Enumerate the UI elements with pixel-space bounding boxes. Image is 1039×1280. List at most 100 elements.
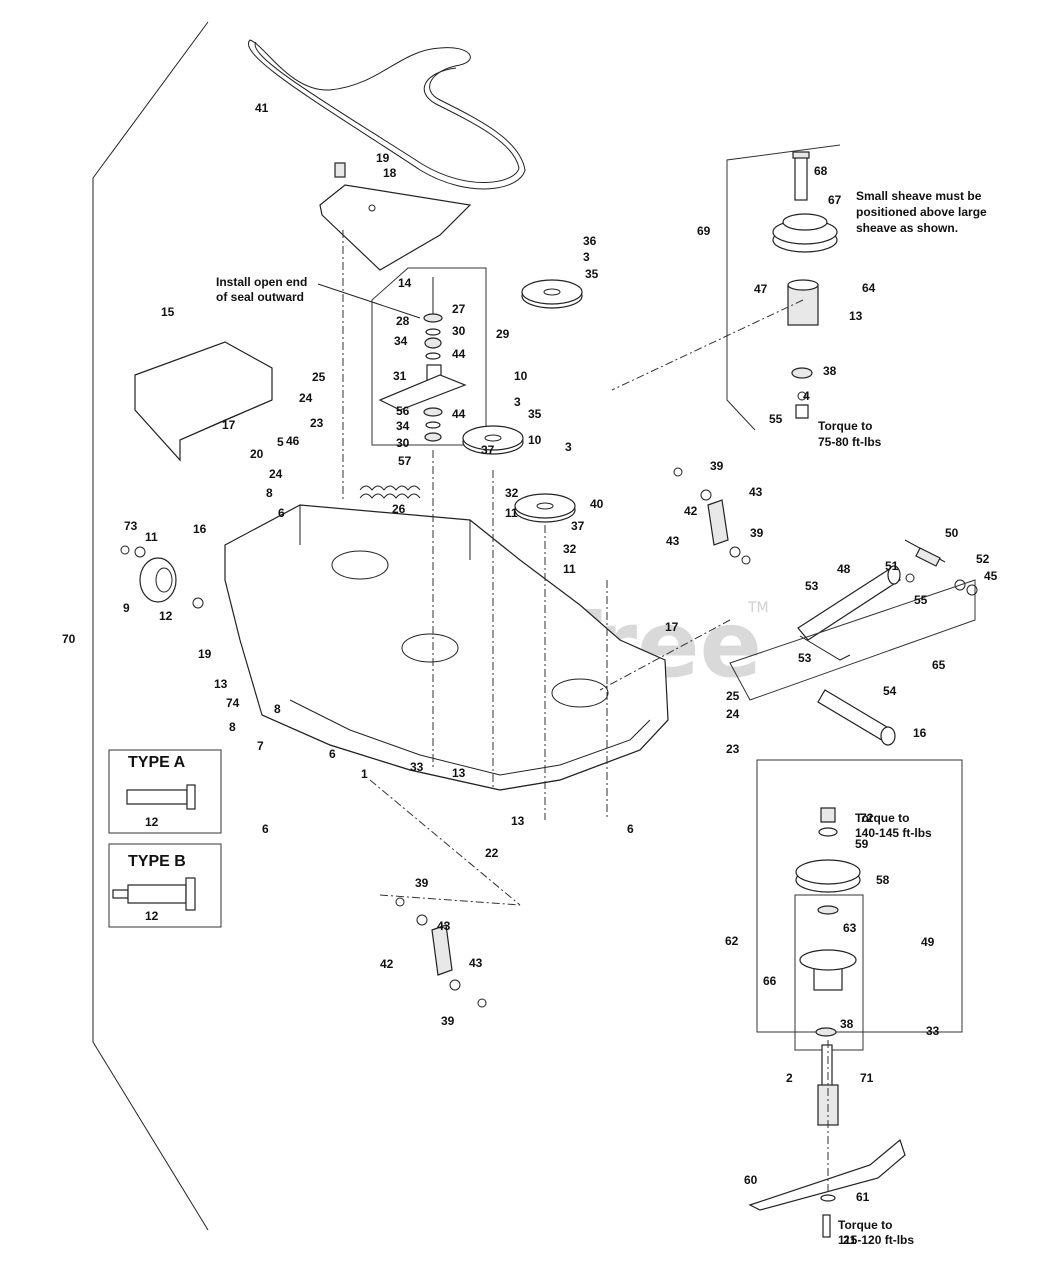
callout-46: 46 bbox=[286, 434, 300, 448]
callout-19: 19 bbox=[376, 151, 390, 165]
callout-34: 34 bbox=[394, 334, 408, 348]
callout-13: 13 bbox=[452, 766, 466, 780]
callout-43: 43 bbox=[437, 919, 451, 933]
pulley-35-top bbox=[521, 279, 583, 309]
callout-50: 50 bbox=[945, 526, 959, 540]
callout-52: 52 bbox=[976, 552, 990, 566]
callout-55: 55 bbox=[769, 412, 783, 426]
note-torque-a-line1: Torque to bbox=[818, 419, 872, 433]
callout-26: 26 bbox=[392, 502, 406, 516]
callout-36: 36 bbox=[583, 234, 597, 248]
bracket-42-right bbox=[673, 467, 751, 565]
callout-21: 21 bbox=[843, 1233, 857, 1247]
callout-73: 73 bbox=[124, 519, 138, 533]
callout-20: 20 bbox=[250, 447, 264, 461]
callout-72: 72 bbox=[860, 811, 874, 825]
callout-71: 71 bbox=[860, 1071, 874, 1085]
callout-34: 34 bbox=[396, 419, 410, 433]
callout-25: 25 bbox=[726, 689, 740, 703]
callout-18: 18 bbox=[383, 166, 397, 180]
spindle-box-62 bbox=[756, 759, 963, 1033]
callout-19: 19 bbox=[198, 647, 212, 661]
callout-6: 6 bbox=[278, 506, 285, 520]
note-torque-a: Torque to 75-80 ft-lbs bbox=[818, 419, 882, 449]
centerline-10 bbox=[379, 894, 521, 906]
centerline-7 bbox=[611, 299, 804, 391]
type-a-box: TYPE A 12 bbox=[108, 749, 222, 834]
note-torque-b: Torque to 140-145 ft-lbs bbox=[855, 811, 932, 840]
callout-28: 28 bbox=[396, 314, 410, 328]
callout-61: 61 bbox=[856, 1190, 870, 1204]
note-torque-c-line2: 115-120 ft-lbs bbox=[838, 1233, 914, 1247]
callout-25: 25 bbox=[312, 370, 326, 384]
callout-8: 8 bbox=[229, 720, 236, 734]
callout-45: 45 bbox=[984, 569, 998, 583]
callout-1: 1 bbox=[361, 767, 368, 781]
callout-29: 29 bbox=[496, 327, 510, 341]
callout-38: 38 bbox=[840, 1017, 854, 1031]
blade-60 bbox=[748, 1138, 906, 1238]
callout-24: 24 bbox=[269, 467, 283, 481]
callout-31: 31 bbox=[393, 369, 407, 383]
callout-23: 23 bbox=[726, 742, 740, 756]
callout-23: 23 bbox=[310, 416, 324, 430]
callout-32: 32 bbox=[505, 486, 519, 500]
spindle-bracket-69 bbox=[726, 144, 841, 431]
callout-22: 22 bbox=[485, 846, 499, 860]
note-torque-b-line1: Torque to bbox=[855, 811, 909, 825]
callout-42: 42 bbox=[380, 957, 394, 971]
callout-11: 11 bbox=[145, 530, 158, 544]
callout-3: 3 bbox=[583, 250, 590, 264]
type-a-title: TYPE A bbox=[128, 754, 186, 771]
callout-62: 62 bbox=[725, 934, 739, 948]
callout-68: 68 bbox=[814, 164, 828, 178]
callout-53: 53 bbox=[805, 579, 819, 593]
note-seal-line2: of seal outward bbox=[216, 290, 304, 304]
callout-43: 43 bbox=[469, 956, 483, 970]
spindle-69-parts bbox=[772, 151, 838, 419]
assembly-bracket-70 bbox=[92, 21, 209, 1231]
type-b-title: TYPE B bbox=[128, 853, 186, 870]
watermark-trademark: TM bbox=[747, 600, 769, 616]
type-a-part: 12 bbox=[145, 815, 159, 829]
callout-44: 44 bbox=[452, 407, 466, 421]
callout-51: 51 bbox=[885, 559, 899, 573]
callout-24: 24 bbox=[299, 391, 313, 405]
mower-deck-1 bbox=[224, 504, 669, 791]
callout-16: 16 bbox=[193, 522, 207, 536]
callout-7: 7 bbox=[257, 739, 264, 753]
callout-6: 6 bbox=[329, 747, 336, 761]
belt-41 bbox=[247, 39, 526, 190]
callout-54: 54 bbox=[883, 684, 897, 698]
callout-37: 37 bbox=[481, 443, 495, 457]
callout-24: 24 bbox=[726, 707, 740, 721]
callout-59: 59 bbox=[855, 837, 869, 851]
callout-60: 60 bbox=[744, 1173, 758, 1187]
centerline-9 bbox=[369, 779, 521, 906]
callout-2: 2 bbox=[786, 1071, 793, 1085]
callout-17: 17 bbox=[222, 418, 236, 432]
callout-49: 49 bbox=[921, 935, 935, 949]
callout-6: 6 bbox=[627, 822, 634, 836]
roller-box-65 bbox=[729, 579, 976, 701]
pulley-40 bbox=[514, 493, 576, 523]
callout-6: 6 bbox=[262, 822, 269, 836]
callout-43: 43 bbox=[749, 485, 763, 499]
callout-33: 33 bbox=[410, 760, 424, 774]
note-sheave: Small sheave must be positioned above la… bbox=[856, 189, 987, 235]
callout-32: 32 bbox=[563, 542, 577, 556]
pulley-35-mid bbox=[462, 425, 524, 455]
callout-35: 35 bbox=[585, 267, 599, 281]
callout-39: 39 bbox=[441, 1014, 455, 1028]
idler-arm-parts bbox=[378, 277, 467, 442]
callout-8: 8 bbox=[274, 702, 281, 716]
callout-9: 9 bbox=[123, 601, 130, 615]
callout-39: 39 bbox=[415, 876, 429, 890]
callout-13: 13 bbox=[849, 309, 863, 323]
callout-39: 39 bbox=[750, 526, 764, 540]
callout-70: 70 bbox=[62, 632, 76, 646]
bolt-51-50 bbox=[904, 539, 978, 596]
callout-47: 47 bbox=[754, 282, 768, 296]
callout-55: 55 bbox=[914, 593, 928, 607]
